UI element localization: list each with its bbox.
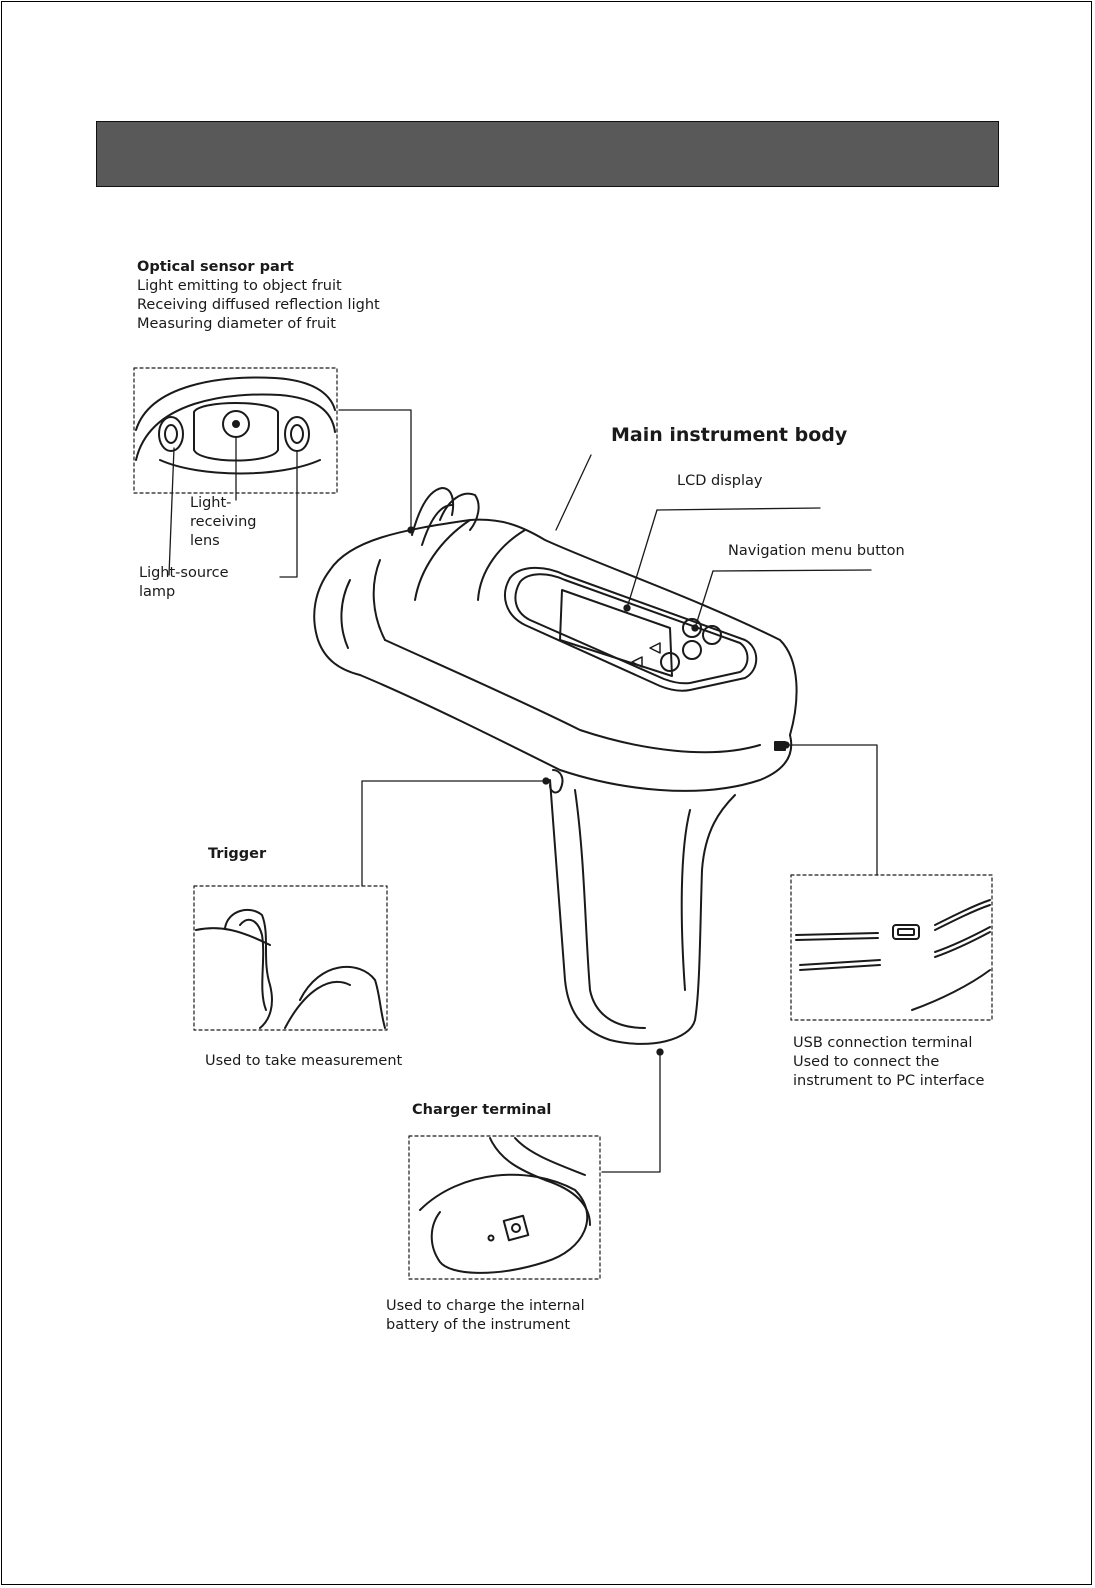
trigger-inset xyxy=(193,885,388,1031)
nav-button-label: Navigation menu button xyxy=(728,543,905,559)
lamp-line-2: lamp xyxy=(139,584,176,600)
lens-line-2: receiving xyxy=(190,514,257,530)
charger-title: Charger terminal xyxy=(412,1102,552,1118)
charger-inset xyxy=(408,1135,601,1280)
usb-inset xyxy=(790,874,993,1021)
lens-label: Light- receiving lens xyxy=(190,494,257,551)
usb-line-3: instrument to PC interface xyxy=(793,1073,985,1089)
optical-sensor-title: Optical sensor part xyxy=(137,259,294,275)
trigger-desc: Used to take measurement xyxy=(205,1053,403,1069)
optical-desc-line-2: Receiving diffused reflection light xyxy=(137,297,380,313)
charger-line-2: battery of the instrument xyxy=(386,1317,571,1333)
charger-desc: Used to charge the internal battery of t… xyxy=(386,1297,585,1335)
leader-lines xyxy=(168,409,878,1173)
charger-line-1: Used to charge the internal xyxy=(386,1298,585,1314)
optical-sensor-desc: Light emitting to object fruit Receiving… xyxy=(137,277,380,334)
lens-line-1: Light- xyxy=(190,495,232,511)
lens-line-3: lens xyxy=(190,533,220,549)
instrument-body xyxy=(313,487,798,1045)
lamp-line-1: Light-source xyxy=(139,565,229,581)
lcd-display-label: LCD display xyxy=(677,473,763,489)
main-body-label: Main instrument body xyxy=(611,424,848,446)
usb-line-1: USB connection terminal xyxy=(793,1035,973,1051)
header-banner xyxy=(96,121,999,187)
lamp-label: Light-source lamp xyxy=(139,564,229,602)
usb-line-2: Used to connect the xyxy=(793,1054,940,1070)
trigger-title: Trigger xyxy=(208,846,267,862)
optical-desc-line-1: Light emitting to object fruit xyxy=(137,278,342,294)
optical-desc-line-3: Measuring diameter of fruit xyxy=(137,316,336,332)
usb-desc: USB connection terminal Used to connect … xyxy=(793,1034,984,1091)
